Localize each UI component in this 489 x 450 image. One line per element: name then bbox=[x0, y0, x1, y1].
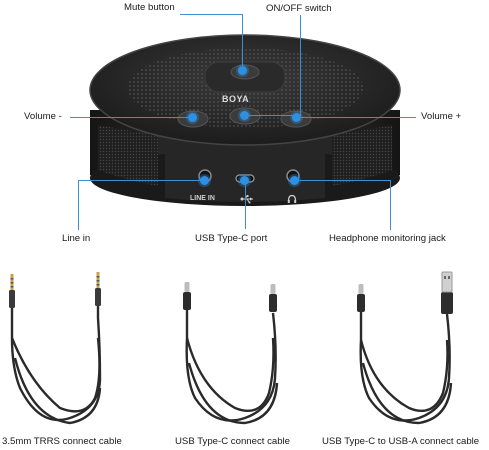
headphone-jack-label: Headphone monitoring jack bbox=[329, 233, 446, 244]
right-side-grille bbox=[332, 125, 392, 186]
usb-c-marker bbox=[240, 176, 249, 185]
headphone-marker bbox=[290, 176, 299, 185]
usb-type-c-port-label: USB Type-C port bbox=[195, 233, 268, 244]
mute-button-marker bbox=[238, 66, 247, 75]
volume-plus-marker bbox=[292, 113, 301, 122]
cable-usb-c bbox=[183, 282, 279, 425]
line-in-marker bbox=[200, 176, 209, 185]
left-side-grille bbox=[98, 125, 158, 186]
cable-caption-trrs: 3.5mm TRRS connect cable bbox=[2, 436, 122, 447]
volume-minus-marker bbox=[188, 113, 197, 122]
brand-logo-text: BOYA bbox=[222, 94, 250, 104]
port-panel bbox=[165, 137, 325, 202]
line-in-label: Line in bbox=[62, 233, 91, 244]
power-button-marker bbox=[240, 111, 249, 120]
cable-usb-c-to-usb-a bbox=[357, 271, 453, 425]
line-in-port-label: LINE IN bbox=[190, 195, 215, 202]
mute-button-label: Mute button bbox=[124, 2, 175, 13]
cable-trrs bbox=[9, 272, 102, 425]
cable-caption-usb-c: USB Type-C connect cable bbox=[175, 436, 291, 447]
on-off-switch-label: ON/OFF switch bbox=[266, 3, 332, 14]
volume-minus-label: Volume - bbox=[24, 111, 62, 122]
headphone-icon bbox=[287, 194, 297, 203]
volume-plus-label: Volume + bbox=[421, 111, 462, 122]
usb-icon bbox=[240, 195, 253, 204]
cable-caption-usb-c-to-usb-a: USB Type-C to USB-A connect cable bbox=[322, 436, 480, 447]
